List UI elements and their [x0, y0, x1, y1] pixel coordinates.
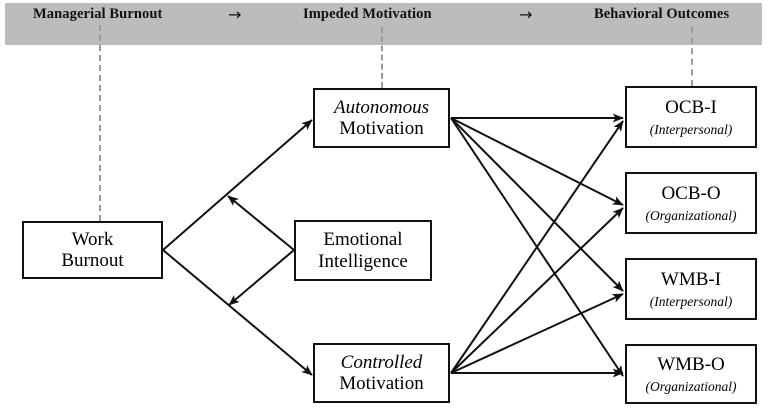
node-controlled-motivation-title-line2: Motivation — [339, 373, 424, 394]
edge-work-burnout-to-controlled — [162, 249, 313, 376]
node-autonomous-motivation-title-line2: Motivation — [339, 118, 424, 139]
header-label-0: Managerial Burnout — [33, 6, 163, 22]
edge-work-burnout-to-autonomous — [162, 119, 313, 251]
header-label-1: Impeded Motivation — [303, 6, 432, 22]
node-ocb-i-title: OCB-I — [665, 96, 717, 118]
node-autonomous-motivation-title: Autonomous — [334, 96, 429, 118]
dash-impeded-motivation — [381, 27, 383, 88]
edge-autonomous-to-ocb-o — [450, 117, 624, 206]
node-work-burnout-title: Work — [71, 228, 114, 250]
edge-controlled-to-wmb-i — [450, 293, 624, 374]
edge-ei-to-path-controlled — [228, 249, 295, 306]
node-ocb-o[interactable]: OCB-O (Organizational) — [625, 172, 757, 234]
edge-autonomous-to-wmb-i — [450, 117, 624, 292]
node-wmb-i[interactable]: WMB-I (Interpersonal) — [625, 258, 757, 320]
node-wmb-o[interactable]: WMB-O (Organizational) — [625, 344, 757, 404]
header-flow-arrow-icon-0: → — [228, 5, 242, 24]
header-band — [5, 3, 762, 45]
node-wmb-o-subtitle: (Organizational) — [645, 379, 737, 395]
node-ocb-o-subtitle: (Organizational) — [645, 208, 737, 224]
node-work-burnout-title-line2: Burnout — [61, 250, 124, 271]
node-wmb-i-title: WMB-I — [660, 268, 722, 290]
dash-managerial-burnout — [99, 25, 101, 221]
node-controlled-motivation-title: Controlled — [340, 351, 423, 373]
node-wmb-i-subtitle: (Interpersonal) — [649, 294, 733, 310]
edge-ei-to-path-autonomous — [227, 195, 295, 251]
node-ocb-i-subtitle: (Interpersonal) — [649, 122, 733, 138]
header-flow-arrow-icon-1: → — [519, 5, 533, 24]
node-ocb-o-title: OCB-O — [661, 182, 721, 204]
node-emotional-intelligence-title-line2: Intelligence — [318, 250, 408, 272]
node-wmb-o-title: WMB-O — [657, 353, 725, 375]
header-label-2: Behavioral Outcomes — [594, 6, 730, 22]
dash-behavioral-outcomes — [691, 27, 693, 86]
edge-autonomous-to-wmb-o — [450, 117, 624, 377]
edge-controlled-to-ocb-i — [450, 120, 624, 374]
edge-controlled-to-ocb-o — [450, 207, 624, 374]
node-ocb-i[interactable]: OCB-I (Interpersonal) — [625, 86, 757, 148]
node-emotional-intelligence-title: Emotional — [323, 229, 403, 251]
